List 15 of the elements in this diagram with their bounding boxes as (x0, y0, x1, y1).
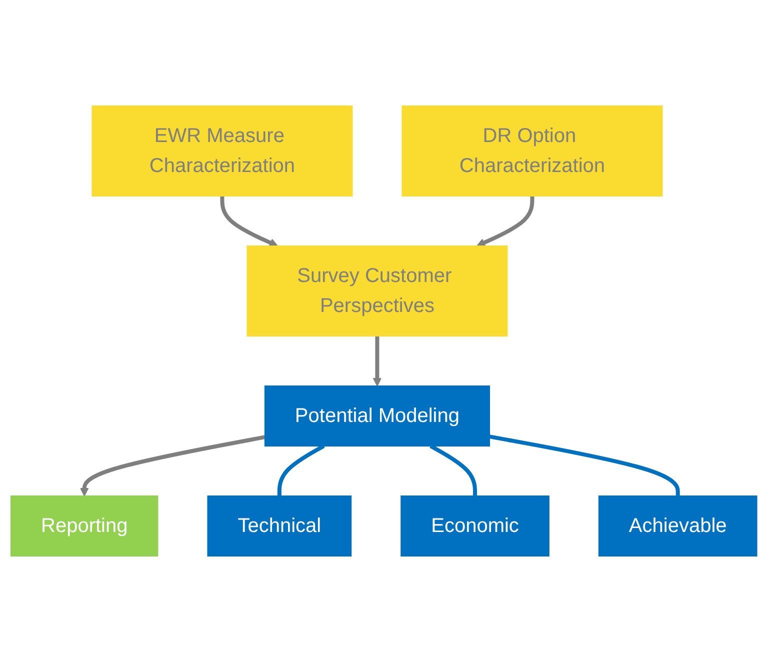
arrow (80, 435, 265, 496)
arrow (372, 336, 382, 386)
node-box: Reporting (10, 496, 158, 556)
node-box: Survey Customer Perspectives (246, 246, 508, 336)
node-box: Technical (206, 496, 352, 556)
connector (429, 444, 477, 496)
arrow (476, 196, 534, 247)
node-box: Economic (400, 496, 550, 556)
arrow (220, 196, 278, 247)
node-box: Achievable (598, 496, 757, 556)
connector (277, 444, 324, 496)
connector (488, 434, 680, 496)
node-box: EWR Measure Characterization (91, 106, 352, 196)
node-box: Potential Modeling (264, 386, 490, 446)
node-box: DR Option Characterization (401, 106, 662, 196)
